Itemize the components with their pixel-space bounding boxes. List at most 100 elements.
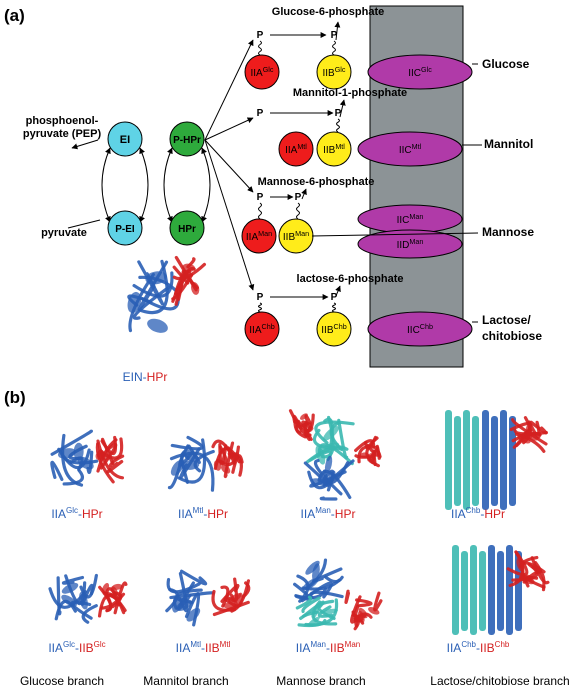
glc-link2 bbox=[332, 40, 336, 56]
ribbon-strand bbox=[319, 496, 338, 501]
iid-man-text: IIDMan bbox=[397, 237, 424, 252]
ribbon-helix bbox=[311, 478, 329, 486]
chb-p2: P bbox=[331, 292, 338, 303]
label-part-a-sup: Man bbox=[310, 640, 326, 649]
ribbon-strand bbox=[293, 420, 307, 439]
ribbon-strand bbox=[344, 589, 351, 604]
ribbon-helix bbox=[73, 442, 84, 461]
ei-text: EI bbox=[120, 134, 130, 146]
ribbon-strand bbox=[506, 550, 529, 577]
mtl-iia bbox=[278, 131, 314, 167]
label-part-b: HPr bbox=[207, 507, 229, 521]
helix-bundle bbox=[491, 416, 498, 506]
ribbon-strand bbox=[86, 450, 94, 474]
bottom-complex-label-2: IIAMan-IIBMan bbox=[295, 640, 361, 655]
ribbon-helix bbox=[360, 452, 370, 458]
man-up-arrow bbox=[301, 188, 307, 200]
ribbon-strand bbox=[171, 280, 184, 303]
ribbon-helix bbox=[358, 607, 368, 619]
b-man-iib-c bbox=[344, 589, 383, 631]
chb-link2 bbox=[332, 302, 336, 313]
ribbon-helix bbox=[102, 582, 110, 593]
p-hpr-node bbox=[169, 121, 205, 157]
pyruvate-label: pyruvate bbox=[41, 227, 87, 239]
ribbon-helix bbox=[300, 413, 308, 420]
pep-label-line2: pyruvate (PEP) bbox=[23, 128, 102, 140]
helix-bundle bbox=[470, 545, 477, 635]
lactose-label-line2: chitobiose bbox=[482, 329, 542, 343]
helix-bundle bbox=[445, 410, 452, 510]
fan-arrow-chb bbox=[204, 139, 255, 291]
fan-arrow-man bbox=[204, 139, 254, 193]
ribbon-strand bbox=[300, 581, 333, 603]
man-p2: P bbox=[295, 192, 302, 203]
chb-p1: P bbox=[257, 292, 264, 303]
iic-mtl-text: IICMtl bbox=[399, 142, 422, 157]
ribbon-strand bbox=[170, 435, 204, 451]
b-mtl-iib-b bbox=[211, 577, 251, 617]
glc-link1 bbox=[258, 40, 262, 56]
label-part-a-sup: Mtl bbox=[192, 506, 204, 515]
ribbon-strand bbox=[109, 593, 117, 600]
ribbon-helix bbox=[518, 574, 534, 582]
label-part-b: IIB bbox=[330, 641, 345, 655]
label-part-a-sup: Mtl bbox=[190, 640, 201, 649]
ribbon-strand bbox=[132, 271, 174, 298]
label-part-a-sup: Glc bbox=[66, 506, 78, 515]
ribbon-strand bbox=[313, 458, 343, 496]
ribbon-helix bbox=[221, 464, 231, 474]
glc-phosphate-label: Glucose-6-phosphate bbox=[272, 6, 384, 18]
man-iia bbox=[241, 218, 277, 254]
ribbon-strand bbox=[513, 429, 548, 436]
ribbon-strand bbox=[373, 591, 383, 612]
chb-up-arrow bbox=[335, 285, 341, 297]
chb-iia bbox=[244, 311, 280, 347]
label-part-b: IIB bbox=[205, 641, 220, 655]
glucose-label: Glucose bbox=[482, 57, 530, 71]
ribbon-helix bbox=[171, 595, 182, 613]
ribbon-helix bbox=[145, 271, 167, 285]
fan-arrow-glc bbox=[204, 39, 254, 141]
helix-bundle bbox=[454, 416, 461, 506]
mtl-phosphate-label: Mannitol-1-phosphate bbox=[293, 87, 407, 99]
b-chb-hpr-a bbox=[445, 410, 479, 510]
b-chb-iib-c bbox=[506, 550, 550, 592]
ribbon-strand bbox=[179, 569, 208, 586]
helix-bundle bbox=[500, 410, 507, 510]
label-part-b: HPr bbox=[82, 507, 103, 521]
ribbon-strand bbox=[220, 583, 240, 603]
label-part-b: IIB bbox=[480, 641, 495, 655]
chb-iib bbox=[316, 311, 352, 347]
label-part-b: HPr bbox=[484, 507, 506, 521]
label-part-a: IIA bbox=[300, 507, 316, 521]
mtl-p1: P bbox=[257, 108, 264, 119]
chb-phosphate-label: lactose-6-phosphate bbox=[297, 273, 404, 285]
helix-bundle bbox=[479, 551, 486, 631]
b-mtl-iib-a bbox=[165, 569, 215, 627]
b-chb-hpr-b bbox=[482, 410, 516, 510]
ribbon-helix bbox=[186, 607, 201, 622]
to-pep-arrow bbox=[71, 139, 99, 150]
ribbon-helix bbox=[182, 263, 196, 272]
helix-bundle bbox=[452, 545, 459, 635]
ribbon-helix bbox=[127, 291, 142, 314]
man-iib-text: IIBMan bbox=[283, 229, 309, 244]
ribbon-helix bbox=[191, 282, 200, 295]
label-part-b-sup: Mtl bbox=[219, 640, 231, 649]
ribbon-strand bbox=[211, 589, 237, 612]
ribbon-strand bbox=[95, 442, 115, 484]
iic-glc-text: IICGlc bbox=[408, 65, 432, 80]
iic-glc bbox=[367, 54, 473, 90]
man-p1: P bbox=[257, 192, 264, 203]
ribbon-helix bbox=[524, 433, 539, 441]
ribbon-helix bbox=[228, 452, 240, 460]
branch-label-2: Mannose branch bbox=[276, 674, 366, 688]
iic-mtl bbox=[357, 131, 463, 167]
ribbon-helix bbox=[223, 602, 239, 610]
b-man-iib-a bbox=[293, 558, 344, 603]
glc-p1: P bbox=[257, 30, 264, 41]
chb-iib-text: IIBChb bbox=[321, 322, 346, 337]
top-complex-label-1: IIAMtl-HPr bbox=[177, 506, 229, 521]
helix-bundle bbox=[497, 551, 504, 631]
